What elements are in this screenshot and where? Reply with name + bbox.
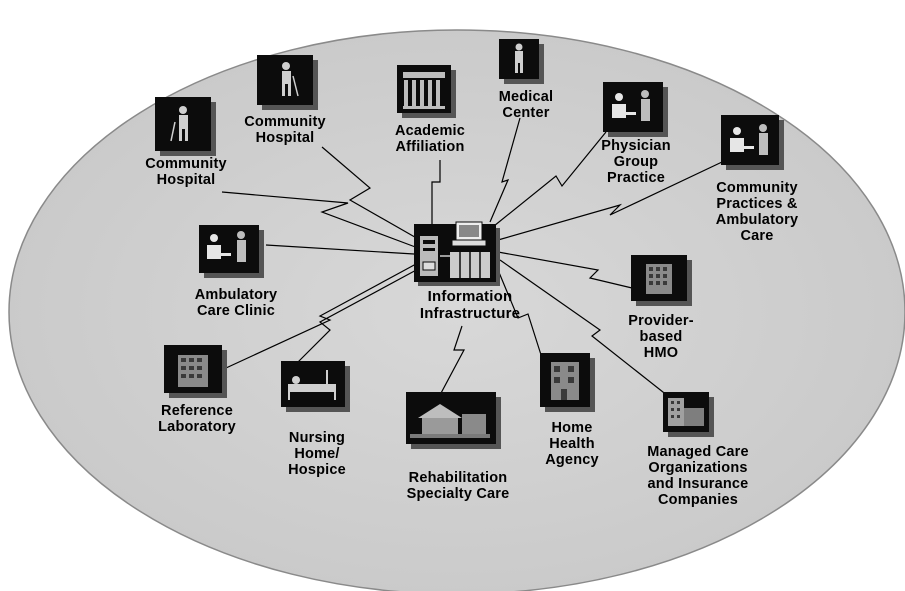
link-community-hospital-left — [221, 191, 419, 249]
person-with-cane-icon — [155, 97, 216, 156]
label-line: Home/ — [294, 446, 340, 462]
label-line: HMO — [643, 345, 679, 361]
label-line: Organizations — [648, 460, 748, 476]
label-line: Ambulatory — [715, 212, 799, 228]
node-label-ambulatory-care-clinic: Ambulatory Care Clinic — [182, 287, 290, 319]
townhouse-icon — [540, 353, 595, 412]
label-line: Medical — [498, 89, 554, 105]
corporate-building-icon — [663, 392, 714, 437]
label-line: and Insurance — [647, 476, 749, 492]
link-provider-based-hmo — [497, 251, 633, 289]
node-label-provider-based-hmo: Provider- based HMO — [616, 313, 706, 361]
node-label-physician-group-practice: Physician Group Practice — [594, 138, 678, 186]
office-building-icon — [631, 255, 692, 306]
label-line: Laboratory — [158, 419, 236, 435]
label-line: Provider- — [628, 313, 694, 329]
node-label-community-practices: Community Practices & Ambulatory Care — [708, 180, 806, 244]
office-building-icon — [164, 345, 227, 398]
network-boundary-ellipse — [8, 29, 905, 591]
label-line: Hospital — [255, 130, 315, 146]
label-line: Managed Care — [647, 444, 749, 460]
label-line: Home — [551, 420, 593, 436]
label-line: Hospice — [288, 462, 346, 478]
link-physician-group-practice — [493, 131, 607, 227]
person-standing-icon — [499, 39, 544, 84]
label-line: Specialty Care — [406, 486, 510, 502]
link-managed-care — [499, 259, 669, 397]
connection-lines — [221, 117, 723, 397]
node-label-reference-laboratory: Reference Laboratory — [148, 403, 246, 435]
label-line: Group — [613, 154, 659, 170]
node-label-managed-care: Managed Care Organizations and Insurance… — [636, 444, 760, 508]
label-line: based — [639, 329, 683, 345]
label-line: Community — [145, 156, 227, 172]
doctor-patient-icon — [199, 225, 264, 278]
node-label-nursing-home-hospice: Nursing Home/ Hospice — [272, 430, 362, 478]
label-line: Community — [244, 114, 326, 130]
node-label-home-health-agency: Home Health Agency — [530, 420, 614, 468]
link-community-hospital-top — [321, 146, 421, 241]
link-reference-laboratory — [225, 263, 417, 369]
link-medical-center — [489, 117, 521, 223]
label-line: Care Clinic — [197, 303, 275, 319]
link-rehabilitation — [439, 325, 465, 396]
label-line: Companies — [658, 492, 738, 508]
label-line: Hospital — [156, 172, 216, 188]
label-line: Academic — [394, 123, 466, 139]
label-line: Center — [502, 105, 550, 121]
label-line: Health — [549, 436, 595, 452]
computer-system-icon — [414, 221, 500, 286]
link-community-practices — [497, 161, 723, 241]
person-with-cane-icon — [257, 55, 318, 110]
label-line: Physician — [601, 138, 671, 154]
hub-label: Information Infrastructure — [408, 288, 532, 322]
label-line: Care — [740, 228, 774, 244]
label-line: Nursing — [288, 430, 346, 446]
label-line: Rehabilitation — [408, 470, 508, 486]
node-label-academic-affiliation: Academic Affiliation — [384, 123, 476, 155]
link-nursing-home-hospice — [297, 267, 421, 363]
house-icon — [406, 392, 501, 449]
link-home-health-agency — [497, 269, 543, 359]
label-line: Reference — [161, 403, 233, 419]
label-line: Community — [716, 180, 798, 196]
label-line: Practice — [606, 170, 666, 186]
node-label-community-hospital-left: Community Hospital — [138, 156, 234, 188]
label-line: Agency — [545, 452, 599, 468]
link-ambulatory-care-clinic — [265, 244, 415, 255]
hub-label-line: Infrastructure — [419, 305, 521, 322]
label-line: Practices & — [716, 196, 798, 212]
university-building-icon — [397, 65, 456, 118]
label-line: Ambulatory — [194, 287, 278, 303]
link-academic-affiliation — [431, 160, 441, 228]
node-label-rehabilitation: Rehabilitation Specialty Care — [390, 470, 526, 502]
hub-label-line: Information — [427, 288, 513, 305]
label-line: Affiliation — [395, 139, 465, 155]
doctor-patient-icon — [721, 115, 784, 170]
patient-bed-icon — [281, 361, 350, 412]
node-label-medical-center: Medical Center — [488, 89, 564, 121]
node-label-community-hospital-top: Community Hospital — [237, 114, 333, 146]
doctor-patient-icon — [603, 82, 668, 137]
